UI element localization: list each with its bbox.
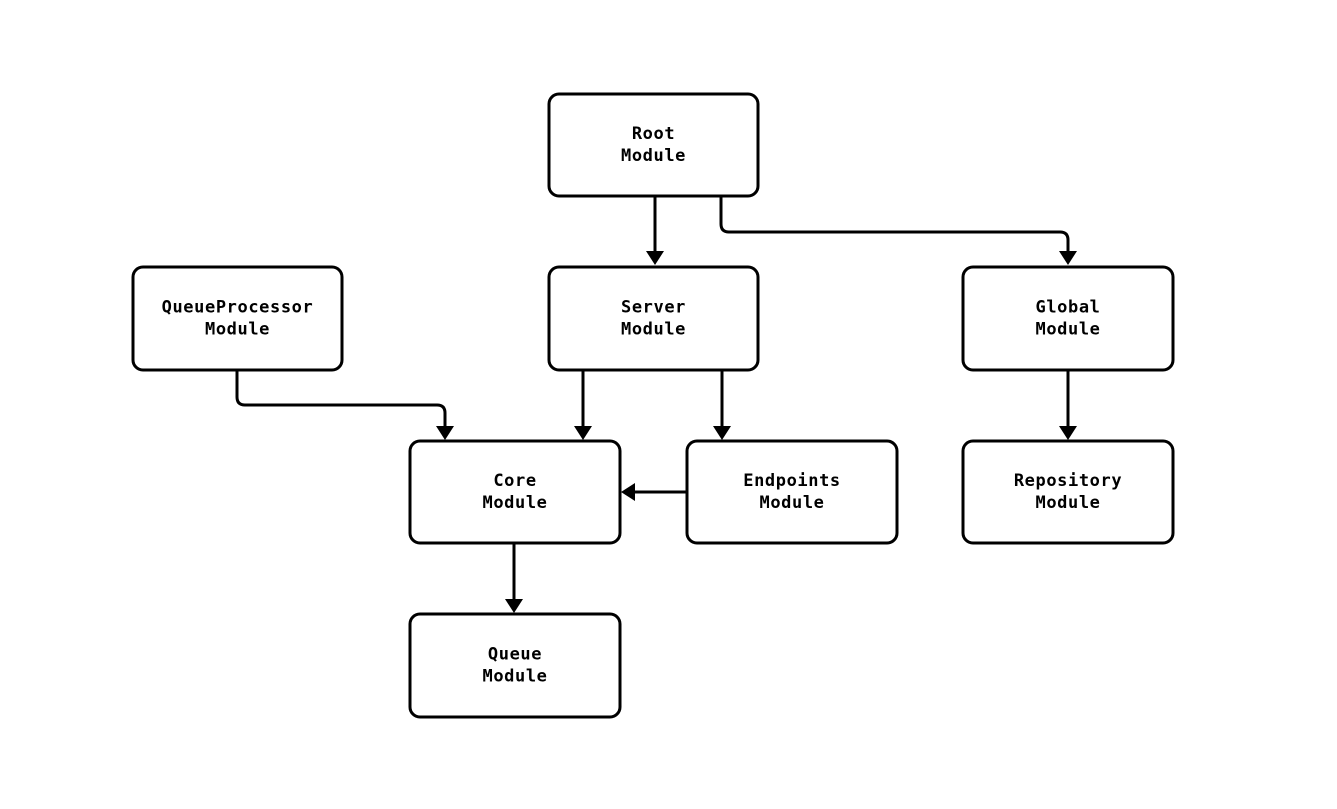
repository-module-node-label-line-2: Module bbox=[1035, 493, 1100, 513]
repository-module-node-box[interactable] bbox=[961, 439, 1175, 545]
edge-server-to-endpoints bbox=[713, 370, 731, 440]
queue-module-node-box[interactable] bbox=[408, 612, 622, 719]
endpoints-module-node-box[interactable] bbox=[685, 439, 899, 545]
global-module-node-label-line-1: Global bbox=[1035, 298, 1100, 318]
edge-queueprocessor-to-core bbox=[235, 370, 454, 440]
edge-queueprocessor-to-core-line bbox=[235, 370, 447, 427]
endpoints-module-node-label-line-1: Endpoints bbox=[743, 471, 841, 491]
edge-global-to-repository-arrowhead bbox=[1059, 426, 1077, 440]
server-module-node-label-line-1: Server bbox=[621, 298, 686, 318]
edge-server-to-core bbox=[574, 370, 592, 440]
edges-layer bbox=[235, 196, 1077, 613]
global-module-node-box[interactable] bbox=[961, 265, 1175, 372]
edge-core-to-queue-arrowhead bbox=[505, 599, 523, 613]
edge-root-to-global-line bbox=[719, 196, 1070, 252]
core-module-node-label-line-1: Core bbox=[493, 471, 536, 491]
edge-core-to-queue bbox=[505, 543, 523, 613]
edge-endpoints-to-core-arrowhead bbox=[621, 483, 635, 501]
queue-module-node-label-line-2: Module bbox=[482, 667, 547, 687]
edge-server-to-endpoints-arrowhead bbox=[713, 426, 731, 440]
server-module-node-label-line-2: Module bbox=[621, 320, 686, 340]
edge-root-to-server bbox=[646, 196, 664, 265]
core-module-node-label-line-2: Module bbox=[482, 493, 547, 513]
root-module-node-box[interactable] bbox=[547, 92, 760, 198]
edge-global-to-repository bbox=[1059, 370, 1077, 440]
root-module-node-label-line-1: Root bbox=[632, 124, 675, 144]
edge-root-to-server-arrowhead bbox=[646, 251, 664, 265]
queueprocessor-module-node-box[interactable] bbox=[131, 265, 344, 372]
core-module-node-box[interactable] bbox=[408, 439, 622, 545]
queueprocessor-module-node-label-line-2: Module bbox=[205, 320, 270, 340]
edge-root-to-global-arrowhead bbox=[1059, 251, 1077, 265]
server-module-node-box[interactable] bbox=[547, 265, 760, 372]
nodes-layer: RootModuleQueueProcessorModuleServerModu… bbox=[131, 92, 1175, 719]
edge-queueprocessor-to-core-arrowhead bbox=[436, 426, 454, 440]
edge-root-to-global bbox=[719, 196, 1077, 265]
queueprocessor-module-node-label-line-1: QueueProcessor bbox=[162, 298, 314, 318]
repository-module-node-label-line-1: Repository bbox=[1014, 471, 1122, 491]
edge-server-to-core-arrowhead bbox=[574, 426, 592, 440]
endpoints-module-node-label-line-2: Module bbox=[759, 493, 824, 513]
queue-module-node-label-line-1: Queue bbox=[488, 645, 542, 665]
root-module-node-label-line-2: Module bbox=[621, 146, 686, 166]
global-module-node-label-line-2: Module bbox=[1035, 320, 1100, 340]
edge-endpoints-to-core bbox=[621, 483, 687, 501]
